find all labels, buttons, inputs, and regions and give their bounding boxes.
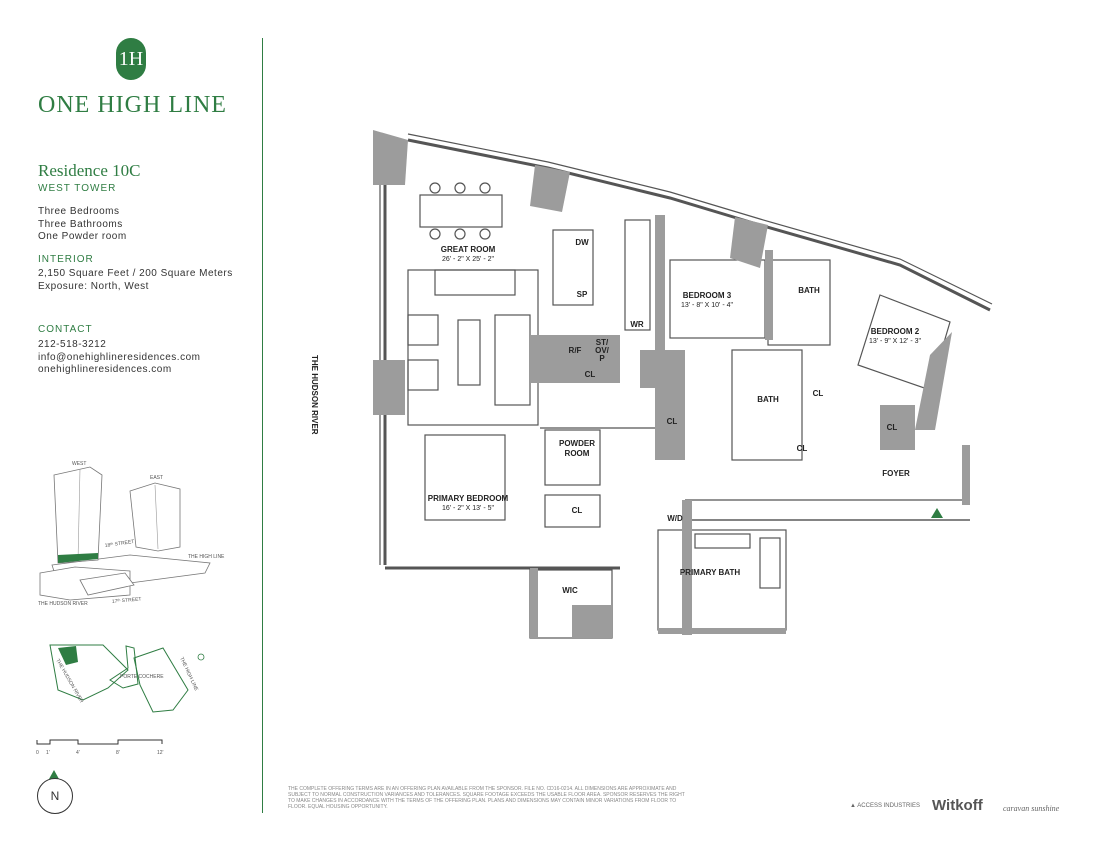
phone-link[interactable]: 212-518-3212 xyxy=(38,339,107,350)
scale-label: 12' xyxy=(157,750,164,756)
site-compass-icon xyxy=(197,653,205,661)
dishwasher-label: DW xyxy=(575,238,589,247)
foyer-label: FOYER xyxy=(882,469,910,478)
access-logo-text: ACCESS INDUSTRIES xyxy=(857,803,920,809)
wall-masses xyxy=(373,130,970,638)
legal-disclaimer: THE COMPLETE OFFERING TERMS ARE IN AN OF… xyxy=(288,786,685,810)
sidebar: 1H ONE HIGH LINE Residence 10C WEST TOWE… xyxy=(0,0,262,850)
closet-label: CL xyxy=(572,506,583,515)
key-plan-diagram: WEST EAST 18ᵗʰ STREET THE HIGH LINE THE … xyxy=(38,461,225,607)
scale-bar: 0 1' 4' 8' 12' xyxy=(36,739,164,756)
great-room-label: GREAT ROOM xyxy=(441,245,496,254)
wic-label: WIC xyxy=(562,586,578,595)
brand-name: ONE HIGH LINE xyxy=(38,92,227,118)
email-link[interactable]: info@onehighlineresidences.com xyxy=(38,351,201,363)
floor-plan: THE HUDSON RIVER GREAT ROOM 26' - 2" X 2… xyxy=(310,130,993,639)
river-label: THE HUDSON RIVER xyxy=(310,355,319,435)
bedroom3-dim: 13' - 8" X 10' - 4" xyxy=(681,302,734,309)
access-triangle-icon: ▲ xyxy=(850,803,856,809)
residence-title: Residence 10C xyxy=(38,161,141,180)
site-plan-porte: PORTE COCHERE xyxy=(120,674,164,680)
key-plan-high-line: THE HIGH LINE xyxy=(188,554,225,560)
primary-bedroom-dim: 16' - 2" X 13' - 5" xyxy=(442,505,495,512)
bedroom2-dim: 13' - 9" X 12' - 3" xyxy=(869,338,922,345)
scale-label: 1' xyxy=(46,750,50,756)
site-plan-diagram: THE HUDSON RIVER PORTE COCHERE THE HIGH … xyxy=(49,644,205,713)
closet-label: CL xyxy=(813,389,824,398)
interior-details: 2,150 Square Feet / 200 Square Meters Ex… xyxy=(38,268,233,293)
closet-label: CL xyxy=(797,444,808,453)
refrigerator-label: R/F xyxy=(569,346,582,355)
witkoff-logo: Witkoff xyxy=(932,797,983,814)
logo-mark: 1H xyxy=(116,38,146,80)
website-link[interactable]: onehighlineresidences.com xyxy=(38,364,172,375)
room-line: Three Bedrooms xyxy=(38,206,120,217)
closet-label: CL xyxy=(887,423,898,432)
powder-room-label: ROOM xyxy=(565,449,590,458)
primary-bath-label: PRIMARY BATH xyxy=(680,568,741,577)
scale-label: 8' xyxy=(116,750,120,756)
pantry-label: P xyxy=(599,354,605,363)
site-plan-hudson: THE HUDSON RIVER xyxy=(54,658,84,704)
great-room-dim: 26' - 2" X 25' - 2" xyxy=(442,256,495,263)
oven-label: OV/ xyxy=(595,346,610,355)
scale-label: 0 xyxy=(36,750,39,756)
wine-refrigerator-label: WR xyxy=(630,320,644,329)
key-plan-hudson: THE HUDSON RIVER xyxy=(38,601,88,607)
scale-label: 4' xyxy=(76,750,80,756)
access-industries-logo: ▲ ACCESS INDUSTRIES xyxy=(850,803,920,809)
contact-details: 212-518-3212 info@onehighlineresidences.… xyxy=(38,339,200,377)
bedroom2-label: BEDROOM 2 xyxy=(871,327,920,336)
bath-label: BATH xyxy=(798,286,820,295)
key-plan-18th-street: 18ᵗʰ STREET xyxy=(104,539,134,549)
interior-label: INTERIOR xyxy=(38,254,94,265)
divider xyxy=(262,38,263,813)
room-summary: Three Bedrooms Three Bathrooms One Powde… xyxy=(38,206,127,244)
interior-line: 2,150 Square Feet / 200 Square Meters xyxy=(38,268,233,279)
contact-label: CONTACT xyxy=(38,324,93,335)
closet-label: CL xyxy=(667,417,678,426)
tower-label: WEST TOWER xyxy=(38,183,117,194)
room-line: Three Bathrooms xyxy=(38,218,123,230)
sink-prep-label: SP xyxy=(577,290,588,299)
interior-line: Exposure: North, West xyxy=(38,280,149,292)
primary-bedroom-label: PRIMARY BEDROOM xyxy=(428,494,509,503)
bedroom3-label: BEDROOM 3 xyxy=(683,291,732,300)
bath-label: BATH xyxy=(757,395,779,404)
stove-label: ST/ xyxy=(596,338,609,347)
key-plan-west-label: WEST xyxy=(72,461,86,467)
closet-label: CL xyxy=(585,370,596,379)
caravan-logo: caravan sunshine xyxy=(1003,804,1060,813)
key-plan-east-label: EAST xyxy=(150,475,163,481)
north-compass-icon: N xyxy=(37,778,73,814)
compass-arrow-icon xyxy=(49,770,59,779)
key-plan-17th-street: 17ᵗʰ STREET xyxy=(112,596,142,605)
wd-label: W/D xyxy=(667,514,683,523)
powder-room-label: POWDER xyxy=(559,439,595,448)
room-line: One Powder room xyxy=(38,231,127,242)
site-plan-high-line: THE HIGH LINE xyxy=(178,656,199,692)
entry-marker-icon xyxy=(931,508,943,518)
